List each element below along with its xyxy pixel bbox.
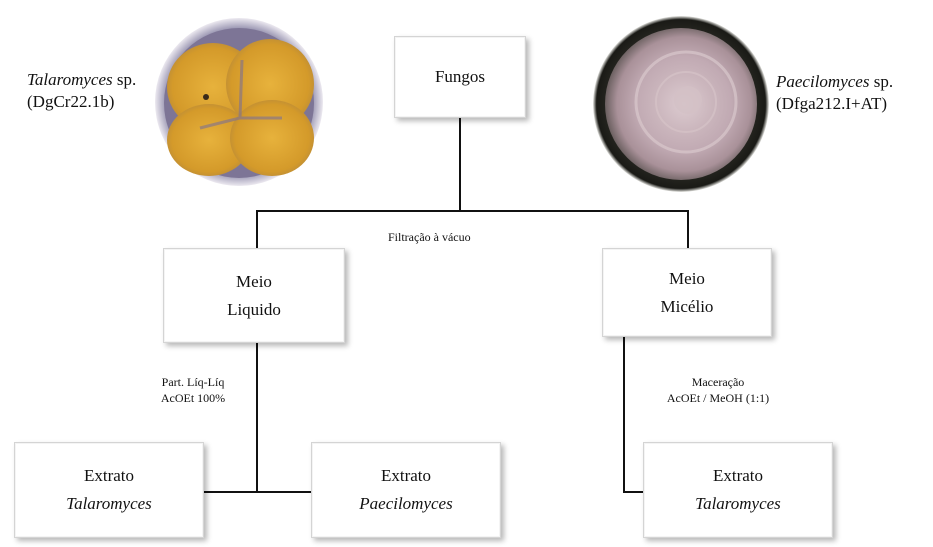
edge-label-maceration: Maceração AcOEt / MeOH (1:1) <box>648 374 788 406</box>
node-meio-micelio-line2: Micélio <box>661 293 714 321</box>
node-extrato-talaromyces-right: Extrato Talaromyces <box>643 442 833 538</box>
connector-to-meio-liquido <box>256 210 258 248</box>
edge-label-maceration-line1: Maceração <box>648 374 788 390</box>
edge-label-partition: Part. Líq-Líq AcOEt 100% <box>138 374 248 406</box>
connector-to-meio-micelio <box>687 210 689 248</box>
node-extrato-paecilomyces-line2: Paecilomyces <box>359 490 452 518</box>
connector-micelio-to-extrato <box>623 491 643 493</box>
edge-label-filtration: Filtração à vácuo <box>388 229 471 245</box>
node-extrato-paecilomyces-line1: Extrato <box>381 462 431 490</box>
right-strain-code: (Dfga212.I+AT) <box>776 93 893 115</box>
talaromyces-petri-dish <box>155 18 323 186</box>
edge-label-partition-line1: Part. Líq-Líq <box>138 374 248 390</box>
connector-liquido-down <box>256 343 258 493</box>
node-fungos-label: Fungos <box>435 63 485 91</box>
edge-label-maceration-line2: AcOEt / MeOH (1:1) <box>648 390 788 406</box>
left-strain-code: (DgCr22.1b) <box>27 91 136 113</box>
node-meio-micelio: Meio Micélio <box>602 248 772 337</box>
left-species-suffix: sp. <box>113 70 137 89</box>
node-extrato-talaromyces-right-line1: Extrato <box>713 462 763 490</box>
node-fungos: Fungos <box>394 36 526 118</box>
node-extrato-talaromyces-left-line1: Extrato <box>84 462 134 490</box>
node-extrato-paecilomyces: Extrato Paecilomyces <box>311 442 501 538</box>
node-meio-liquido: Meio Liquido <box>163 248 345 343</box>
left-species-genus: Talaromyces <box>27 70 113 89</box>
node-extrato-talaromyces-left: Extrato Talaromyces <box>14 442 204 538</box>
connector-horizontal-top <box>256 210 689 212</box>
connector-micelio-down <box>623 337 625 493</box>
node-meio-liquido-line1: Meio <box>236 268 272 296</box>
connector-fungos-down <box>459 116 461 211</box>
left-species-caption: Talaromyces sp. (DgCr22.1b) <box>27 69 136 113</box>
right-species-genus: Paecilomyces <box>776 72 869 91</box>
node-extrato-talaromyces-left-line2: Talaromyces <box>66 490 152 518</box>
node-meio-micelio-line1: Meio <box>669 265 705 293</box>
right-species-suffix: sp. <box>869 72 893 91</box>
paecilomyces-petri-dish <box>593 16 769 192</box>
right-species-caption: Paecilomyces sp. (Dfga212.I+AT) <box>776 71 893 115</box>
edge-label-partition-line2: AcOEt 100% <box>138 390 248 406</box>
connector-bottom-left <box>203 491 311 493</box>
node-extrato-talaromyces-right-line2: Talaromyces <box>695 490 781 518</box>
node-meio-liquido-line2: Liquido <box>227 296 281 324</box>
